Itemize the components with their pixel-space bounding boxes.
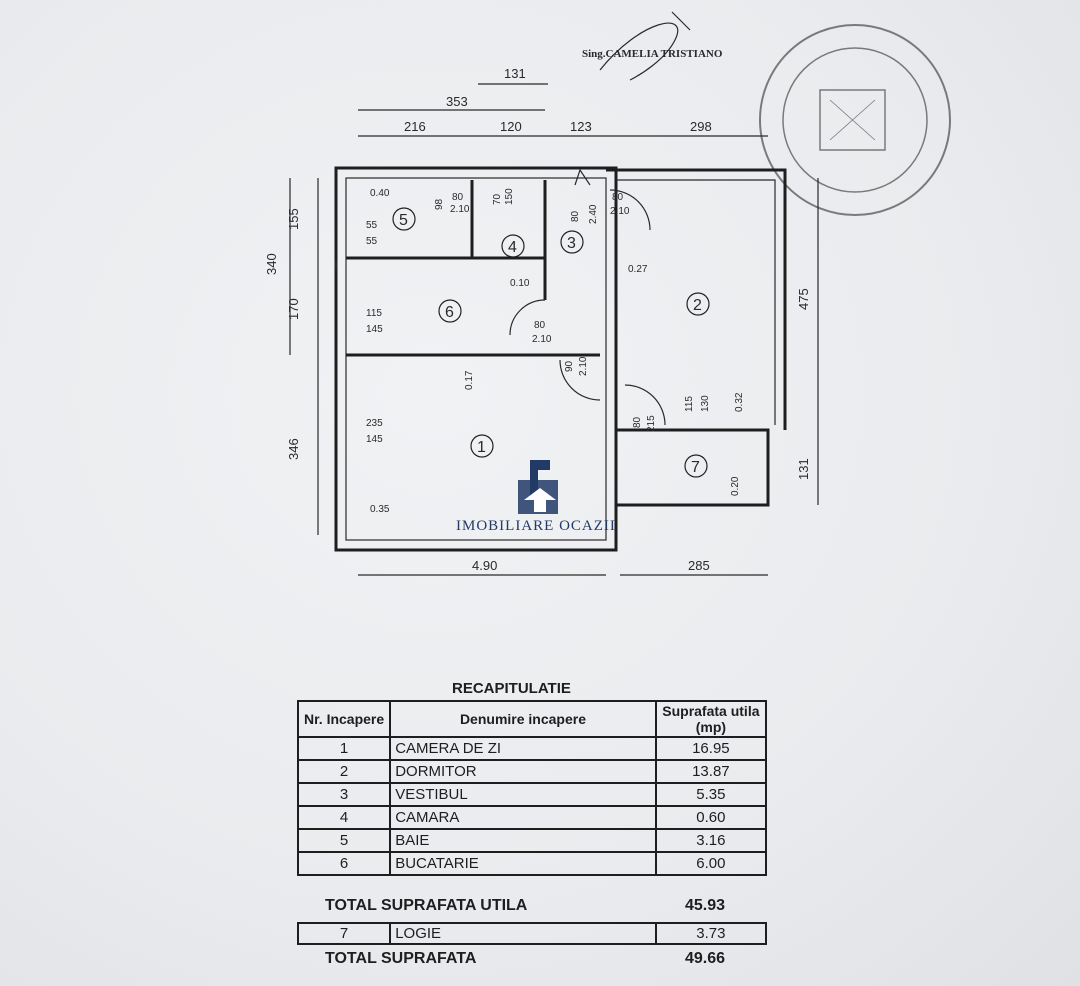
svg-text:155: 155 (286, 208, 301, 230)
room-7: 7 (691, 459, 700, 476)
signature-scribble (599, 11, 691, 81)
header-nr: Nr. Incapere (296, 700, 392, 738)
svg-text:145: 145 (366, 434, 383, 445)
watermark-logo (518, 460, 558, 514)
room-2: 2 (693, 297, 702, 314)
table-row: 7 LOGIE 3.73 (296, 922, 768, 945)
room-6: 6 (445, 304, 454, 321)
svg-text:131: 131 (504, 66, 526, 81)
svg-text:0.40: 0.40 (370, 188, 390, 199)
svg-text:70: 70 (492, 193, 503, 205)
svg-text:55: 55 (366, 220, 378, 231)
svg-text:150: 150 (504, 188, 515, 205)
total-util-value: 45.93 (685, 897, 726, 914)
recap-table: Nr. Incapere Denumire incapere Suprafata… (296, 700, 768, 876)
table-row: 3 VESTIBUL 5.35 (296, 782, 768, 807)
svg-text:0.27: 0.27 (628, 264, 648, 275)
svg-text:235: 235 (366, 418, 383, 429)
svg-text:2.10: 2.10 (578, 356, 589, 376)
svg-text:123: 123 (570, 119, 592, 134)
svg-text:98: 98 (434, 198, 445, 210)
svg-text:215: 215 (646, 415, 657, 432)
table-row: 6 BUCATARIE 6.00 (296, 851, 768, 876)
recap-header-row: Nr. Incapere Denumire incapere Suprafata… (296, 700, 768, 738)
header-name: Denumire incapere (389, 700, 657, 738)
svg-text:216: 216 (404, 119, 426, 134)
total-util-label: TOTAL SUPRAFATA UTILA (325, 897, 528, 914)
left-dimensions: 155 340 170 346 (264, 178, 319, 535)
svg-text:2.40: 2.40 (588, 204, 599, 224)
table-row: 4 CAMARA 0.60 (296, 805, 768, 830)
svg-text:0.17: 0.17 (464, 370, 475, 390)
svg-text:80: 80 (452, 192, 464, 203)
right-dimensions: 475 131 (796, 178, 819, 505)
interior-labels: 0.40 80 2.10 98 70 150 55 55 80 2.10 80 … (366, 188, 745, 515)
svg-text:80: 80 (612, 192, 624, 203)
official-stamp (759, 24, 951, 216)
svg-text:4.90: 4.90 (472, 558, 497, 573)
header-area: Suprafata utila (mp) (654, 700, 768, 738)
room-markers: 1 2 3 4 5 6 7 (392, 207, 710, 478)
room-4: 4 (508, 239, 517, 256)
svg-text:80: 80 (632, 416, 643, 428)
svg-text:0.10: 0.10 (510, 278, 530, 289)
svg-text:170: 170 (286, 298, 301, 320)
logie-row-table: 7 LOGIE 3.73 (296, 922, 768, 945)
walls (334, 166, 787, 552)
total-label: TOTAL SUPRAFATA (325, 950, 477, 967)
svg-text:2.10: 2.10 (532, 334, 552, 345)
table-row: 5 BAIE 3.16 (296, 828, 768, 853)
total-value: 49.66 (685, 950, 726, 967)
room-3: 3 (567, 235, 576, 252)
svg-text:0.35: 0.35 (370, 504, 390, 515)
svg-text:298: 298 (690, 119, 712, 134)
svg-text:80: 80 (570, 210, 581, 222)
recap-title: RECAPITULATIE (452, 680, 571, 697)
svg-text:80: 80 (534, 320, 546, 331)
svg-text:2.10: 2.10 (610, 206, 630, 217)
svg-text:340: 340 (264, 253, 279, 275)
svg-text:475: 475 (796, 288, 811, 310)
svg-text:130: 130 (700, 395, 711, 412)
svg-text:0.32: 0.32 (734, 392, 745, 412)
table-row: 2 DORMITOR 13.87 (296, 759, 768, 784)
svg-text:145: 145 (366, 324, 383, 335)
svg-text:346: 346 (286, 438, 301, 460)
svg-text:115: 115 (684, 396, 695, 412)
svg-text:115: 115 (366, 308, 382, 319)
svg-text:0.20: 0.20 (730, 476, 741, 496)
svg-text:90: 90 (564, 360, 575, 372)
bottom-dimensions: 4.90 285 (358, 558, 768, 576)
svg-text:353: 353 (446, 94, 468, 109)
svg-text:285: 285 (688, 558, 710, 573)
svg-text:2.10: 2.10 (450, 204, 470, 215)
svg-text:131: 131 (796, 458, 811, 480)
top-dimensions: 131 353 216 120 123 298 (358, 66, 768, 137)
svg-text:55: 55 (366, 236, 378, 247)
room-1: 1 (477, 439, 486, 456)
room-5: 5 (399, 212, 408, 229)
table-row: 1 CAMERA DE ZI 16.95 (296, 736, 768, 761)
watermark-text: IMOBILIARE OCAZII (456, 518, 616, 534)
svg-text:120: 120 (500, 119, 522, 134)
